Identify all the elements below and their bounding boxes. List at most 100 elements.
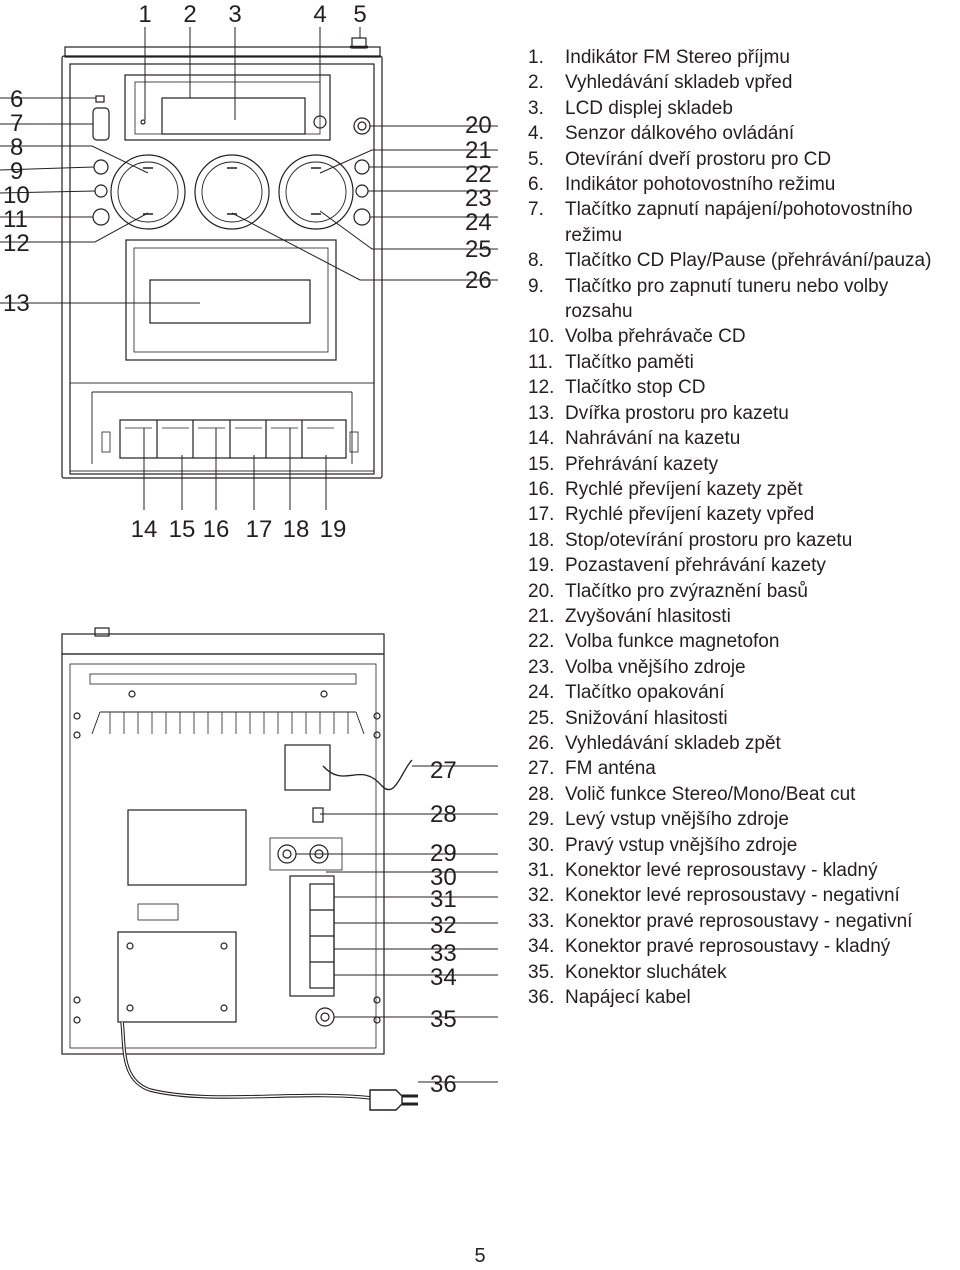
callout-29: 29 xyxy=(430,840,457,867)
legend-item-number: 6. xyxy=(528,174,544,196)
callout-23: 23 xyxy=(465,185,492,212)
legend-item: 2.Vyhledávání skladeb vpřed xyxy=(528,70,956,95)
legend-item-text: Tlačítko CD Play/Pause (přehrávání/pauza… xyxy=(565,250,932,272)
legend-item: 8.Tlačítko CD Play/Pause (přehrávání/pau… xyxy=(528,248,956,273)
legend-item-text: Konektor sluchátek xyxy=(565,961,727,983)
legend-item-text: Přehrávání kazety xyxy=(565,453,719,475)
legend-item-number: 3. xyxy=(528,97,544,119)
power-button xyxy=(92,107,110,141)
legend-item-text: Tlačítko pro zapnutí tuneru nebo volby r… xyxy=(565,275,889,323)
cassette-key-row xyxy=(119,419,347,459)
legend-item: 13. Dvířka prostoru pro kazetu xyxy=(528,401,956,426)
callout-31: 31 xyxy=(430,886,457,913)
legend-item: 5.Otevírání dveří prostoru pro CD xyxy=(528,147,956,172)
legend-item: 36.Napájecí kabel xyxy=(528,985,956,1010)
legend-item: 17. Rychlé převíjení kazety vpřed xyxy=(528,502,956,527)
legend-item: 11.Tlačítko paměti xyxy=(528,350,956,375)
center-knob xyxy=(194,154,270,230)
callout-18: 18 xyxy=(283,516,310,543)
legend-item-number: 21. xyxy=(528,605,555,627)
legend-item: 22. Volba funkce magnetofon xyxy=(528,629,956,654)
callout-28: 28 xyxy=(430,801,457,828)
lcd-display xyxy=(161,97,306,135)
legend-item-number: 32. xyxy=(528,885,555,907)
legend-item: 14. Nahrávání na kazetu xyxy=(528,426,956,451)
legend-item-text: Konektor pravé reprosoustavy - kladný xyxy=(565,936,891,958)
front-body xyxy=(61,55,383,479)
legend-item-number: 13. xyxy=(528,402,555,424)
legend-item-text: Volba funkce magnetofon xyxy=(565,631,780,653)
legend-item: 12.Tlačítko stop CD xyxy=(528,375,956,400)
callout-3: 3 xyxy=(228,1,241,28)
fm-stereo-indicator xyxy=(140,119,146,125)
legend-item-number: 16. xyxy=(528,478,555,500)
legend-item-number: 20. xyxy=(528,580,555,602)
legend-item-text: FM anténa xyxy=(565,758,656,780)
tape-function-button xyxy=(354,159,370,175)
legend-item-number: 15. xyxy=(528,453,555,475)
front-top-edge xyxy=(64,46,381,58)
right-knob xyxy=(278,154,354,230)
legend-item-text: Indikátor FM Stereo příjmu xyxy=(565,47,790,68)
legend-item: 24. Tlačítko opakování xyxy=(528,680,956,705)
legend-item: 9. Tlačítko pro zapnutí tuneru nebo volby… xyxy=(528,274,956,325)
repeat-button xyxy=(353,208,371,226)
legend-item: 6. Indikátor pohotovostního režimu xyxy=(528,172,956,197)
legend-item-number: 17. xyxy=(528,504,555,526)
callout-15: 15 xyxy=(169,516,196,543)
legend-item-number: 24. xyxy=(528,682,555,704)
legend-item: 1.Indikátor FM Stereo příjmu xyxy=(528,45,956,70)
legend-item: 7.Tlačítko zapnutí napájení/pohotovostní… xyxy=(528,197,956,248)
legend-item-number: 25. xyxy=(528,707,555,729)
callout-1: 1 xyxy=(138,1,151,28)
legend-item-number: 22. xyxy=(528,631,555,653)
stereo-mono-switch xyxy=(312,807,324,823)
standby-indicator xyxy=(95,95,105,103)
page-number: 5 xyxy=(474,1245,486,1267)
legend-item-number: 9. xyxy=(528,275,544,297)
cassette-window xyxy=(149,279,311,324)
front-body-inner xyxy=(69,63,375,475)
callout-5: 5 xyxy=(353,1,366,28)
headphone-jack xyxy=(315,1007,335,1027)
legend-item-text: Tlačítko stop CD xyxy=(565,377,706,399)
legend-item-text: Stop/otevírání prostoru pro kazetu xyxy=(565,529,853,551)
legend-item: 3.LCD displej skladeb xyxy=(528,96,956,121)
legend-item: 35.Konektor sluchátek xyxy=(528,960,956,985)
callout-7: 7 xyxy=(10,110,23,137)
legend-item-text: Nahrávání na kazetu xyxy=(565,428,741,450)
tuner-band-button xyxy=(94,184,108,198)
legend-item-text: Volba přehrávače CD xyxy=(565,326,746,348)
legend-item: 31.Konektor levé reprosoustavy - kladný xyxy=(528,858,956,883)
legend-item: 23.Volba vnějšího zdroje xyxy=(528,655,956,680)
legend-item: 27.FM anténa xyxy=(528,756,956,781)
legend-item-text: Tlačítko paměti xyxy=(565,351,694,373)
legend-item-number: 14. xyxy=(528,428,555,450)
callout-17: 17 xyxy=(246,516,273,543)
legend-item-number: 29. xyxy=(528,809,555,831)
callout-36: 36 xyxy=(430,1071,457,1098)
legend-item-number: 30. xyxy=(528,834,555,856)
legend-item-text: Indikátor pohotovostního režimu xyxy=(565,174,836,196)
legend-item-text: Rychlé převíjení kazety vpřed xyxy=(565,504,815,526)
legend-item: 25.Snižování hlasitosti xyxy=(528,706,956,731)
callout-2: 2 xyxy=(183,1,196,28)
callout-19: 19 xyxy=(320,516,347,543)
callout-11: 11 xyxy=(3,206,28,233)
legend-item-text: Konektor pravé reprosoustavy - negativní xyxy=(565,910,913,932)
legend-item: 10.Volba přehrávače CD xyxy=(528,324,956,349)
legend-item: 15. Přehrávání kazety xyxy=(528,452,956,477)
legend-item-text: Tlačítko opakování xyxy=(565,682,725,704)
legend-item-number: 2. xyxy=(528,72,544,94)
legend-item-text: Dvířka prostoru pro kazetu xyxy=(565,402,789,424)
legend-item-number: 36. xyxy=(528,987,555,1009)
legend-item: 34.Konektor pravé reprosoustavy - kladný xyxy=(528,934,956,959)
legend-item-text: Pozastavení přehrávání kazety xyxy=(565,555,826,577)
callout-34: 34 xyxy=(430,964,457,991)
legend-item-text: Otevírání dveří prostoru pro CD xyxy=(565,148,832,170)
legend-item-number: 7. xyxy=(528,199,544,221)
aux-button xyxy=(355,184,369,198)
callout-12: 12 xyxy=(3,230,30,257)
